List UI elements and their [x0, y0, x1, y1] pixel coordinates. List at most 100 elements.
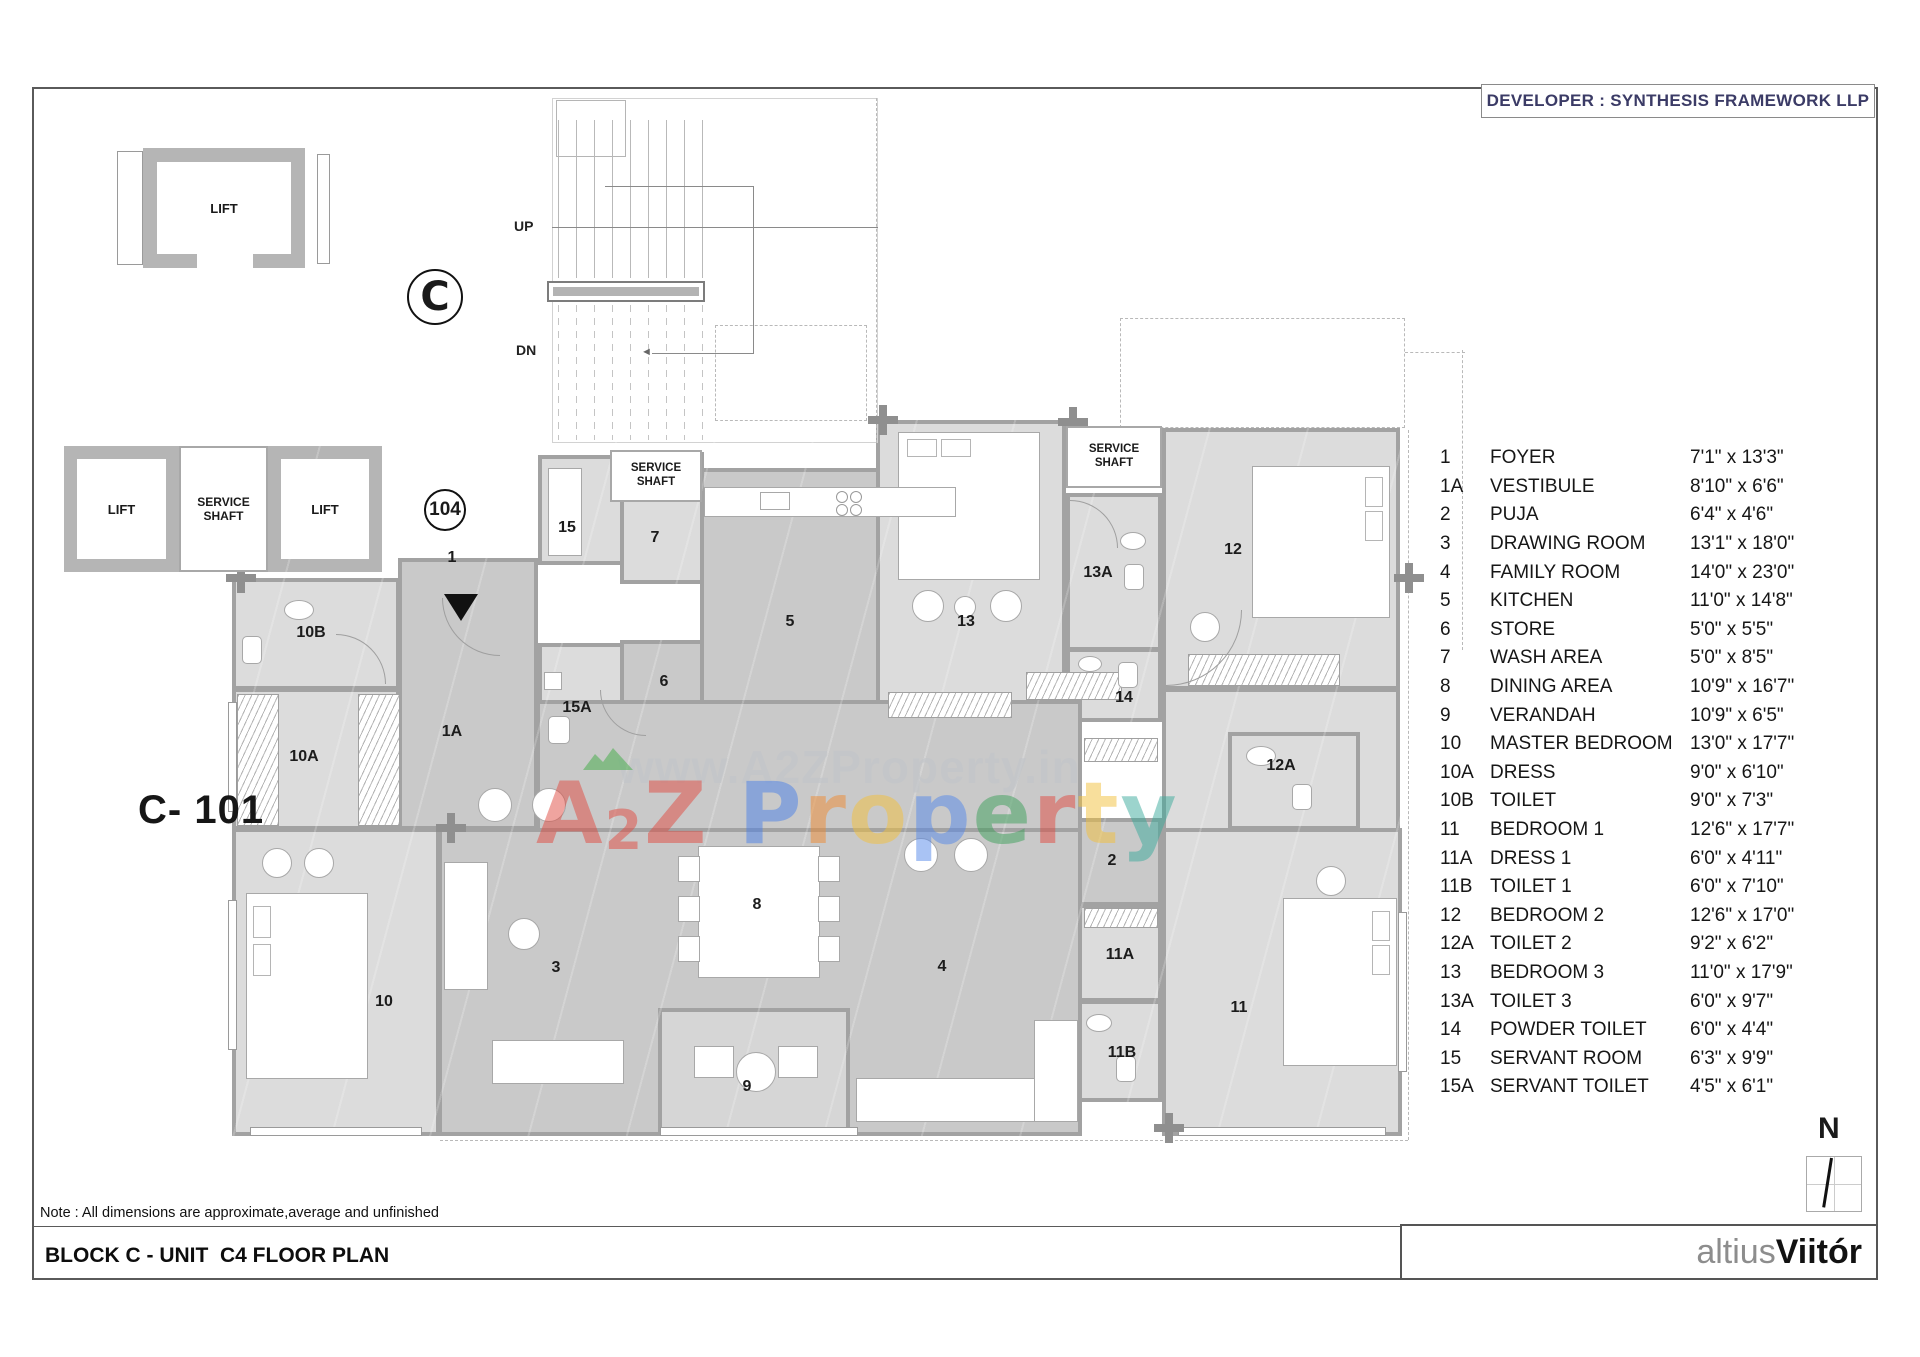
brand-logo-viitor: Viitór	[1775, 1232, 1862, 1271]
legend-room-size: 14'0" x 23'0"	[1690, 561, 1795, 583]
column-icon	[1394, 574, 1424, 582]
stair-handrail-fill	[553, 287, 699, 296]
legend-room-name: BEDROOM 1	[1490, 819, 1605, 841]
legend-room-size: 10'9" x 16'7"	[1690, 676, 1795, 698]
wc-toilet1	[1116, 1056, 1136, 1082]
room-marker: 11A	[1105, 946, 1135, 963]
room-marker: 11	[1230, 999, 1248, 1016]
dining-table	[698, 846, 820, 978]
legend-room-size: 4'5" x 6'1"	[1690, 1076, 1774, 1098]
coffee-table	[508, 918, 540, 950]
service-shaft-lift-bank-label: SERVICE SHAFT	[197, 494, 250, 523]
legend-row: 15 SERVANT ROOM 6'3" x 9'9"	[1440, 1044, 1860, 1073]
legend-row: 12A TOILET 2 9'2" x 6'2"	[1440, 930, 1860, 959]
legend-room-name: TOILET 1	[1490, 876, 1572, 898]
room-marker: 9	[742, 1078, 752, 1095]
verandah-table	[736, 1052, 776, 1092]
wardrobe-dress1	[1084, 908, 1158, 928]
legend-room-name: WASH AREA	[1490, 647, 1603, 669]
block-circle-label: C	[420, 274, 450, 320]
lift-top-label: LIFT	[210, 200, 238, 216]
watermark-letter: r	[803, 764, 848, 864]
watermark-letter: 2	[604, 799, 645, 862]
lift-top-door-opening	[197, 252, 253, 268]
lift-top-walls: LIFT	[143, 148, 305, 268]
watermark-letter: t	[1077, 764, 1121, 864]
room-marker: 15A	[562, 699, 592, 716]
legend-room-size: 8'10" x 6'6"	[1690, 475, 1784, 497]
legend-number: 2	[1440, 504, 1451, 526]
sink-toilet2	[1246, 746, 1276, 766]
dashed-offset-line-v	[1462, 350, 1463, 650]
note-divider	[32, 1226, 1878, 1227]
legend-number: 3	[1440, 533, 1451, 555]
chair-master	[304, 848, 334, 878]
sofa-drawing-bottom	[492, 1040, 624, 1084]
legend-room-name: TOILET	[1490, 790, 1557, 812]
legend-room-size: 9'2" x 6'2"	[1690, 933, 1774, 955]
dimensions-note: Note : All dimensions are approximate,av…	[40, 1205, 439, 1221]
dashed-offset-line-h	[1405, 352, 1465, 353]
sink-toilet-master	[284, 600, 314, 620]
window-bedroom1	[1178, 1127, 1386, 1136]
wardrobe-bedroom3	[888, 692, 1012, 718]
legend-room-name: POWDER TOILET	[1490, 1019, 1647, 1041]
legend-number: 1A	[1440, 475, 1464, 497]
legend-number: 12A	[1440, 933, 1474, 955]
dining-chair	[678, 896, 700, 922]
legend-room-size: 11'0" x 17'9"	[1690, 961, 1793, 983]
room-marker: 10	[375, 993, 393, 1010]
lift-left-label: LIFT	[107, 501, 136, 517]
room-marker: 12	[1224, 541, 1242, 558]
legend-room-size: 13'0" x 17'7"	[1690, 733, 1795, 755]
sink-toilet1	[1086, 1014, 1112, 1032]
window-verandah	[660, 1127, 858, 1136]
brand-logo-altius: altius	[1696, 1232, 1776, 1271]
column-icon	[226, 574, 256, 582]
legend-number: 5	[1440, 590, 1451, 612]
room-marker: 1A	[441, 723, 463, 740]
watermark-mountain-icon	[583, 748, 633, 770]
room-marker: 13	[957, 613, 975, 630]
wc-toilet3	[1124, 564, 1144, 590]
stair-steps-lower	[558, 305, 704, 440]
legend-room-name: SERVANT TOILET	[1490, 1076, 1649, 1098]
stair-steps-upper	[558, 120, 704, 278]
legend-number: 15A	[1440, 1076, 1474, 1098]
legend-room-size: 6'3" x 9'9"	[1690, 1047, 1774, 1069]
service-shaft-lift-bank: SERVICE SHAFT	[179, 446, 268, 572]
legend-room-size: 5'0" x 5'5"	[1690, 618, 1774, 640]
lift-top-cab: LIFT	[157, 162, 291, 254]
legend-row: 2 PUJA 6'4" x 4'6"	[1440, 501, 1860, 530]
column-icon	[1154, 1124, 1184, 1132]
legend-number: 12	[1440, 904, 1462, 926]
legend-number: 9	[1440, 704, 1451, 726]
legend-number: 11B	[1440, 876, 1473, 898]
north-compass	[1806, 1156, 1862, 1212]
legend-number: 15	[1440, 1047, 1462, 1069]
cot-servant-room	[548, 468, 582, 556]
entrance-arrow-icon	[444, 594, 478, 621]
chair-family	[954, 838, 988, 872]
watermark-letter: e	[972, 764, 1033, 864]
legend-room-name: DRAWING ROOM	[1490, 533, 1646, 555]
dining-chair	[818, 896, 840, 922]
dining-chair	[818, 936, 840, 962]
watermark-letter: p	[909, 764, 973, 864]
room-marker: 11B	[1107, 1044, 1137, 1061]
wardrobe-dress-right	[358, 694, 400, 826]
kitchen-sink	[760, 492, 790, 510]
column-icon	[436, 824, 466, 832]
legend-room-size: 6'0" x 4'4"	[1690, 1019, 1774, 1041]
room-marker: 12A	[1266, 757, 1296, 774]
legend-row: 13A TOILET 3 6'0" x 9'7"	[1440, 987, 1860, 1016]
watermark-letter: r	[1032, 764, 1078, 864]
room-marker: 13A	[1083, 564, 1113, 581]
watermark-letter: y	[1120, 764, 1179, 864]
service-shaft-right: SERVICE SHAFT	[1066, 426, 1162, 488]
table-bedroom3	[954, 596, 976, 618]
room-marker: 6	[659, 673, 669, 690]
chair-drawing	[478, 788, 512, 822]
legend-room-size: 12'6" x 17'0"	[1690, 904, 1795, 926]
watermark-letter: A	[536, 764, 605, 864]
